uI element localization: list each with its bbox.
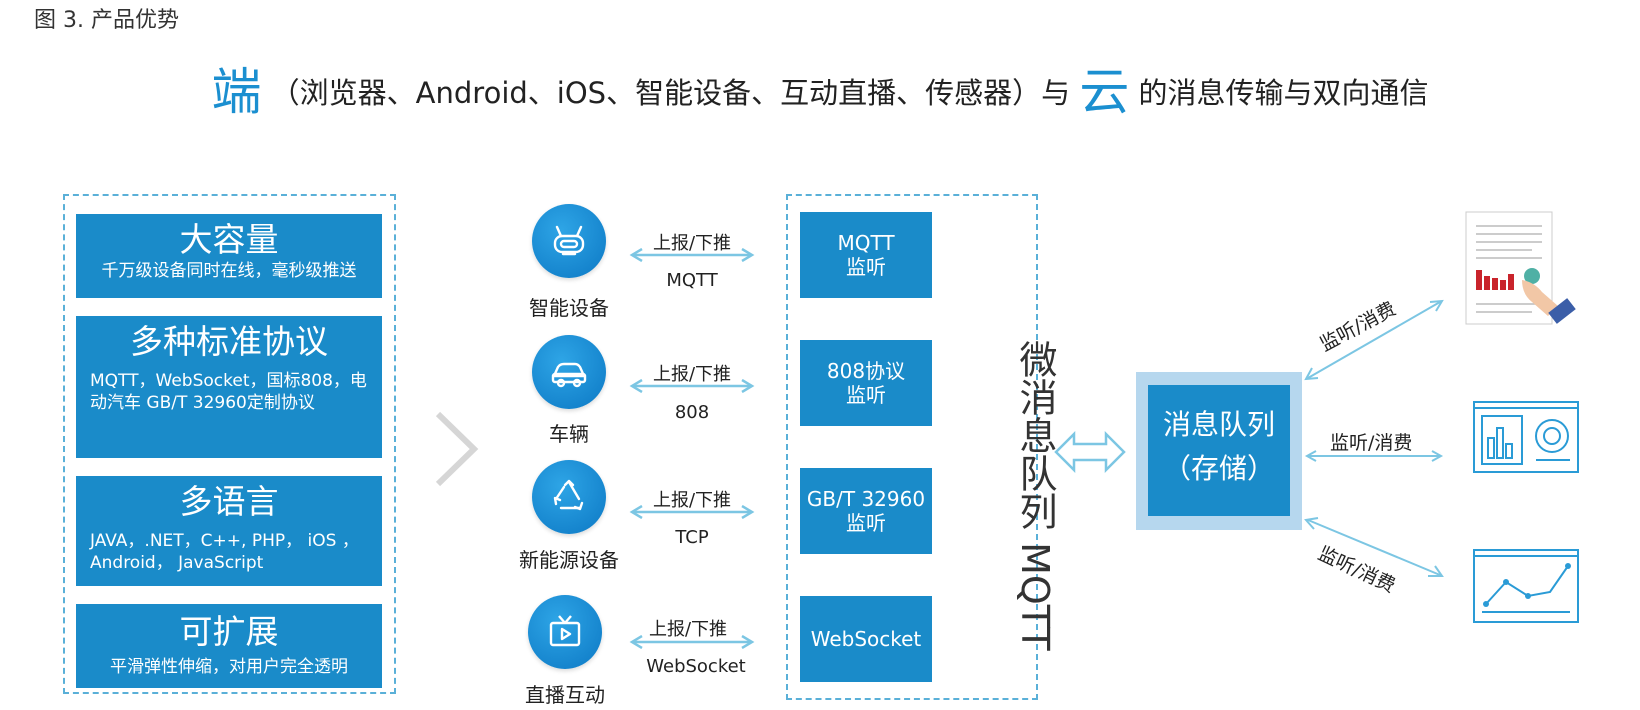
feature-protocols: 多种标准协议 MQTT，WebSocket，国标808，电动汽车 GB/T 32… [76, 316, 382, 458]
hollow-double-arrow-icon [1054, 430, 1126, 474]
figure-caption: 图 3. 产品优势 [34, 8, 179, 33]
listener-name: GB/T 32960 [806, 487, 926, 511]
report-hand-icon [1465, 211, 1576, 325]
line-chart-icon [1473, 549, 1579, 623]
headline-char-yun: 云 [1079, 63, 1130, 121]
protocol-label: TCP [675, 527, 709, 548]
listener-name: MQTT [837, 231, 895, 255]
micro-queue-title: 微消息队列 MQTT [1013, 340, 1057, 651]
feature-languages: 多语言 JAVA，.NET，C++, PHP， iOS ，Android， Ja… [76, 476, 382, 586]
listener-suffix: 监听 [846, 255, 886, 279]
listener-name: WebSocket [810, 627, 922, 651]
consumer-label: 监听/消费 [1330, 432, 1413, 454]
bidirectional-arrow [629, 379, 755, 393]
device-label: 智能设备 [529, 296, 609, 320]
protocol-label: MQTT [666, 270, 718, 291]
message-queue-box: 消息队列 （存储） [1148, 385, 1290, 516]
features-panel [63, 194, 396, 694]
headline: 端 （浏览器、Android、iOS、智能设备、互动直播、传感器）与 云 的消息… [0, 52, 1640, 124]
device-label: 车辆 [549, 422, 589, 446]
mqtt-broker-panel [786, 194, 1038, 700]
robot-icon [532, 204, 606, 278]
dashboard-icon [1473, 401, 1579, 473]
feature-title: 多种标准协议 [130, 322, 328, 361]
listener-suffix: 监听 [846, 383, 886, 407]
websocket-listener: WebSocket [800, 596, 932, 682]
action-label: 上报/下推 [648, 619, 728, 640]
bidirectional-arrow [629, 635, 755, 649]
action-label: 上报/下推 [652, 490, 732, 511]
listener-suffix: 监听 [846, 511, 886, 535]
feature-title: 大容量 [179, 220, 279, 259]
tv-play-icon [528, 595, 602, 669]
headline-middle: （浏览器、Android、iOS、智能设备、互动直播、传感器）与 [270, 76, 1071, 110]
recycle-icon [532, 460, 606, 534]
feature-capacity: 大容量 千万级设备同时在线，毫秒级推送 [76, 214, 382, 298]
chevron-right-icon [435, 411, 479, 487]
feature-desc: 千万级设备同时在线，毫秒级推送 [101, 261, 357, 281]
action-label: 上报/下推 [652, 233, 732, 254]
device-label: 新能源设备 [519, 548, 619, 572]
listener-name: 808协议 [826, 359, 906, 383]
bidirectional-arrow [629, 248, 755, 262]
feature-desc: 平滑弹性伸缩，对用户完全透明 [110, 657, 348, 677]
queue-subtitle: （存储） [1162, 452, 1275, 485]
consumer-arrows [1304, 299, 1444, 577]
bidirectional-arrow [629, 505, 755, 519]
feature-title: 多语言 [179, 482, 279, 521]
queue-title: 消息队列 [1162, 408, 1275, 441]
protocol-label: 808 [674, 402, 710, 423]
protocol-label: WebSocket [646, 656, 746, 677]
feature-desc: MQTT，WebSocket，国标808，电动汽车 GB/T 32960定制协议 [90, 371, 367, 413]
car-icon [532, 335, 606, 409]
device-label: 直播互动 [525, 683, 605, 707]
808-listener: 808协议监听 [800, 340, 932, 426]
headline-tail: 的消息传输与双向通信 [1138, 76, 1429, 110]
action-label: 上报/下推 [652, 364, 732, 385]
feature-scalable: 可扩展 平滑弹性伸缩，对用户完全透明 [76, 604, 382, 688]
feature-title: 可扩展 [179, 612, 279, 651]
headline-char-duan: 端 [211, 63, 262, 121]
feature-desc: JAVA，.NET，C++, PHP， iOS ，Android， JavaSc… [90, 531, 359, 573]
